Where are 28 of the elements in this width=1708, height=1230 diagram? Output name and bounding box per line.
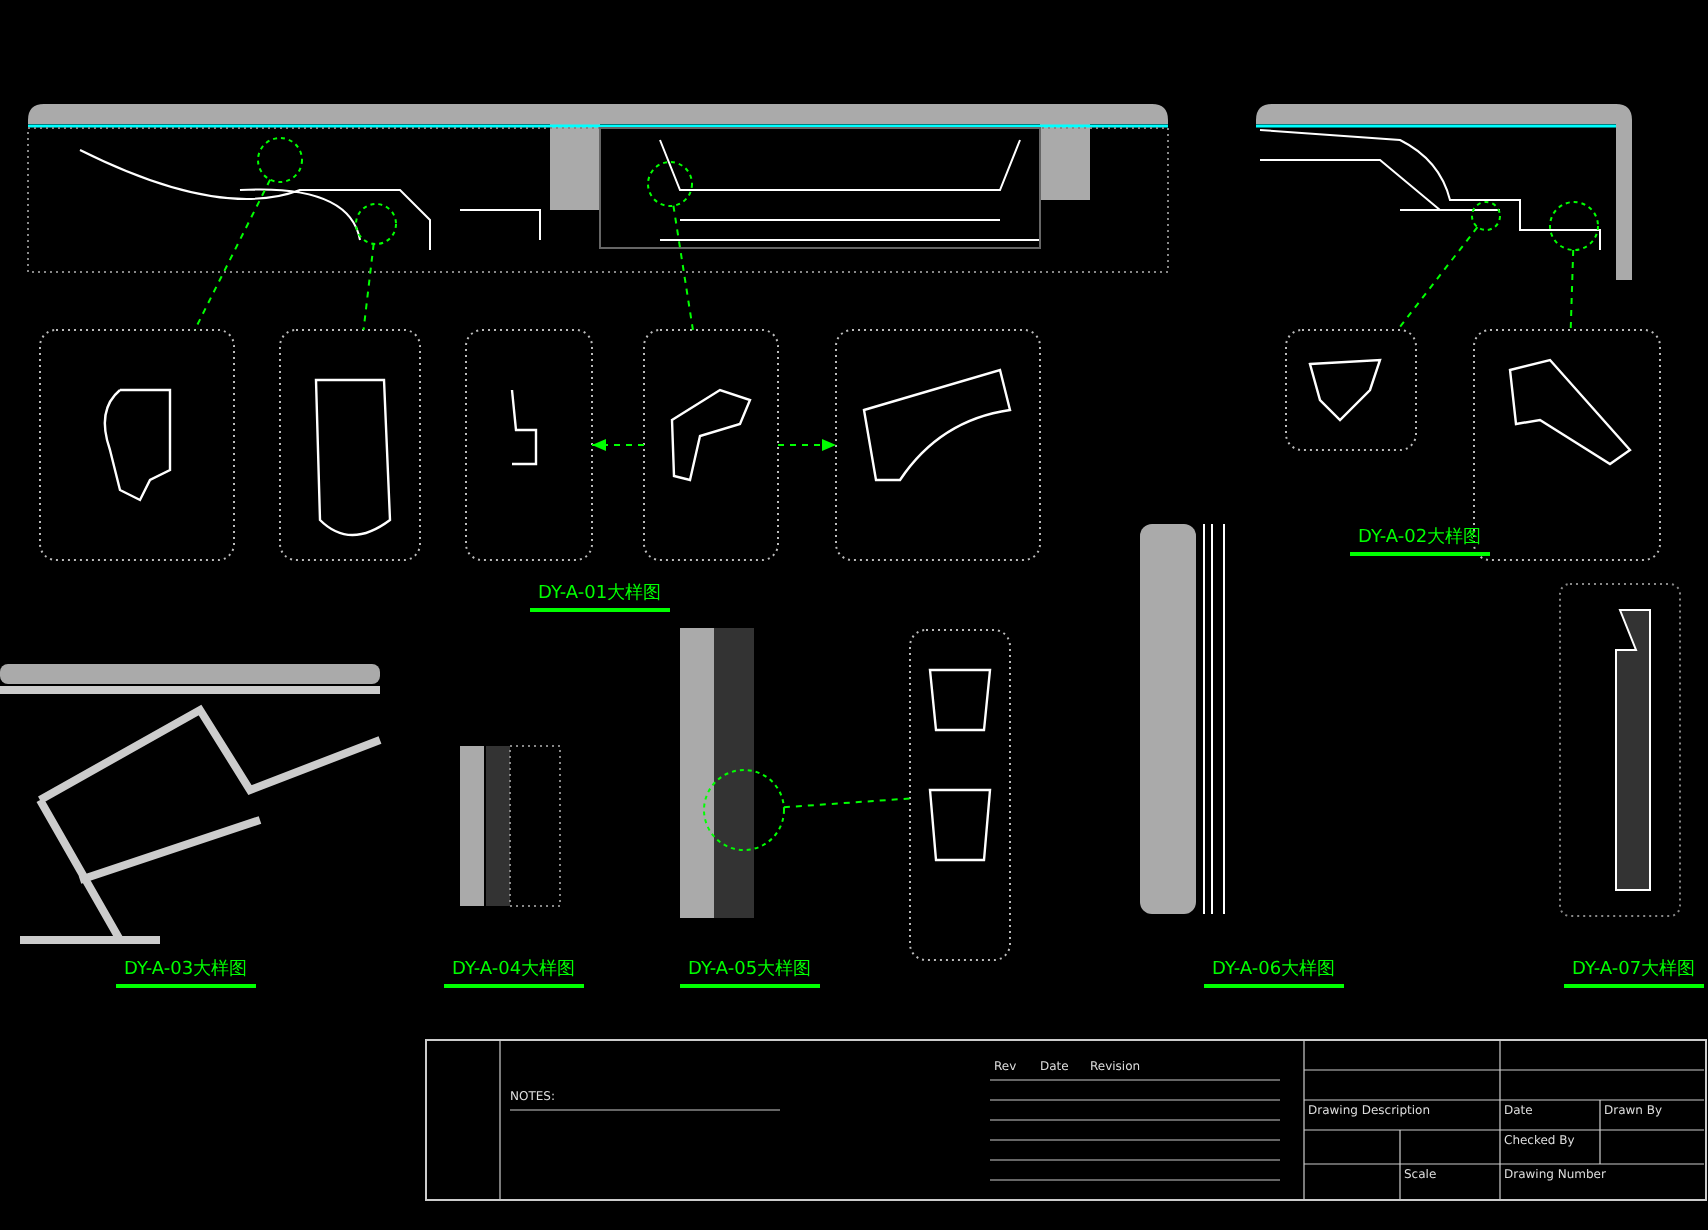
detail-frame (1285, 329, 1417, 451)
detail-caption: DY-A-02大样图 (1350, 524, 1490, 556)
callout-circle (703, 769, 785, 851)
leader-line (782, 797, 911, 809)
detail-frame (465, 329, 593, 561)
detail-frame (835, 329, 1041, 561)
detail-frame (279, 329, 421, 561)
detail-caption: DY-A-03大样图 (116, 956, 256, 988)
leader-line (672, 204, 694, 331)
detail-caption: DY-A-01大样图 (530, 580, 670, 612)
leader-line (1396, 226, 1479, 331)
detail-caption: DY-A-07大样图 (1564, 956, 1704, 988)
callout-circle (1471, 201, 1501, 231)
detail-caption: DY-A-05大样图 (680, 956, 820, 988)
arrow (777, 439, 837, 451)
detail-caption: DY-A-06大样图 (1204, 956, 1344, 988)
detail-frame (643, 329, 779, 561)
callout-circle (355, 203, 397, 245)
detail-frame (39, 329, 235, 561)
detail-frame (909, 629, 1011, 961)
callout-circle (257, 137, 303, 183)
callout-circle (647, 161, 693, 207)
leader-line (362, 242, 375, 331)
detail-caption: DY-A-04大样图 (444, 956, 584, 988)
callout-circle (1549, 201, 1599, 251)
leader-line (1569, 249, 1575, 331)
leader-line (193, 178, 272, 331)
arrow (591, 439, 645, 451)
